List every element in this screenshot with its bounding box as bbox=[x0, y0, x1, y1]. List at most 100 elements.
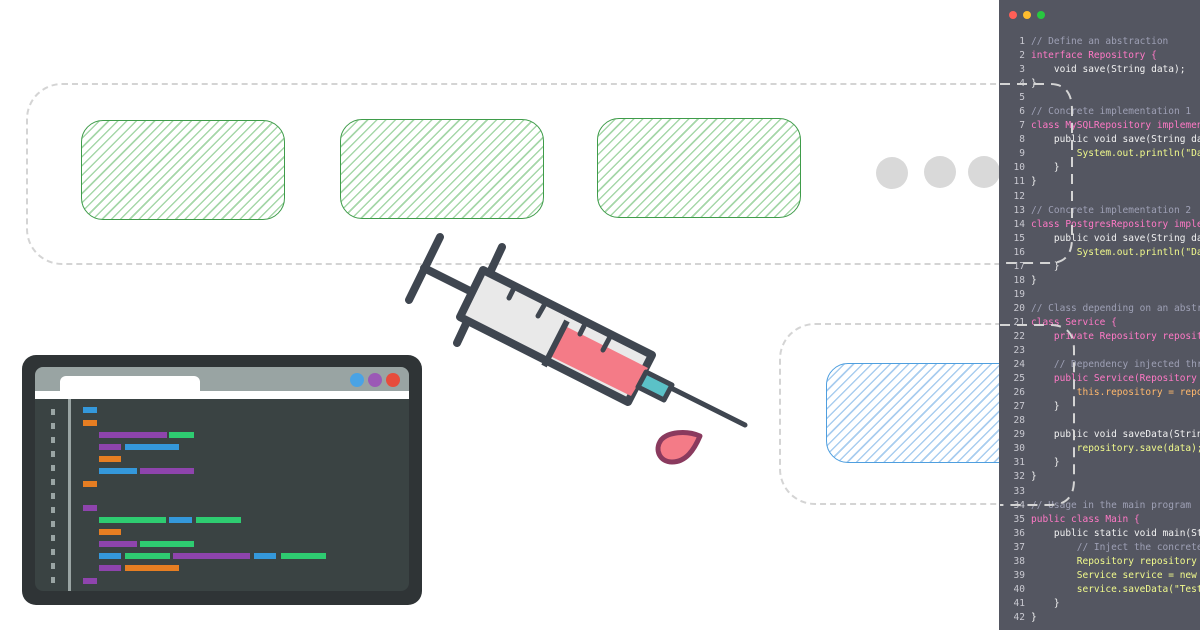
code-text: class PostgresRepository imple bbox=[1031, 218, 1200, 230]
code-line: 10 } bbox=[999, 161, 1200, 175]
implementation-box-2 bbox=[340, 119, 544, 219]
line-number: 35 bbox=[1013, 513, 1025, 525]
code-text: public void save(String da bbox=[1031, 232, 1200, 244]
code-line: 32} bbox=[999, 470, 1200, 484]
line-number: 33 bbox=[1013, 485, 1025, 497]
line-number: 1 bbox=[1019, 36, 1025, 47]
code-text: // Define an abstraction bbox=[1031, 36, 1169, 47]
code-line: 39 Service service = new bbox=[999, 569, 1200, 583]
code-text: Repository repository bbox=[1031, 555, 1200, 567]
line-number: 22 bbox=[1013, 330, 1025, 342]
line-number: 24 bbox=[1013, 359, 1025, 371]
code-line: 37 // Inject the concrete bbox=[999, 541, 1200, 555]
line-number: 20 bbox=[1013, 302, 1025, 314]
code-line: 27 } bbox=[999, 400, 1200, 414]
minimize-dot[interactable] bbox=[1023, 11, 1031, 19]
code-line: 15 public void save(String da bbox=[999, 232, 1200, 246]
code-panel: 1 // Define an abstraction 2 interface Repo… bbox=[999, 0, 1200, 630]
code-text: } bbox=[1031, 260, 1060, 272]
code-line: 41 } bbox=[999, 597, 1200, 611]
service-box bbox=[826, 363, 1032, 463]
line-number: 23 bbox=[1013, 345, 1025, 357]
line-number: 13 bbox=[1013, 204, 1025, 216]
code-line: 22 private Repository reposit bbox=[999, 330, 1200, 344]
code-line: 31 } bbox=[999, 456, 1200, 470]
line-number: 28 bbox=[1013, 415, 1025, 427]
line-number: 31 bbox=[1013, 457, 1025, 469]
code-line: 9 System.out.println("Da bbox=[999, 147, 1200, 161]
code-line: 30 repository.save(data); bbox=[999, 442, 1200, 456]
code-text: System.out.println("Da bbox=[1031, 148, 1200, 160]
code-line: 2 interface Repository { bbox=[999, 49, 1200, 63]
code-text: service.saveData("Test bbox=[1031, 583, 1200, 595]
line-number: 2 bbox=[1019, 50, 1025, 62]
code-line: 23 bbox=[999, 344, 1200, 358]
code-line: 16 System.out.println("Da bbox=[999, 246, 1200, 260]
code-text: public static void main(St bbox=[1031, 527, 1200, 539]
code-editor-illustration bbox=[22, 355, 422, 605]
line-number: 19 bbox=[1013, 288, 1025, 300]
code-line: 12 bbox=[999, 190, 1200, 204]
line-number: 12 bbox=[1013, 190, 1025, 202]
line-number: 15 bbox=[1013, 232, 1025, 244]
close-dot[interactable] bbox=[1009, 11, 1017, 19]
code-line: 5 bbox=[999, 91, 1200, 105]
code-line: 35 public class Main { bbox=[999, 513, 1200, 527]
line-number: 3 bbox=[1019, 64, 1025, 76]
code-line: 8 public void save(String da bbox=[999, 133, 1200, 147]
code-line: 36 public static void main(St bbox=[999, 527, 1200, 541]
implementation-box-3 bbox=[597, 118, 801, 218]
syringe-icon bbox=[405, 233, 748, 428]
code-line: 25 public Service(Repository bbox=[999, 372, 1200, 386]
code-line: 42} bbox=[999, 611, 1200, 625]
line-number: 27 bbox=[1013, 401, 1025, 413]
code-line: 26 this.repository = repo bbox=[999, 386, 1200, 400]
code-text: interface Repository { bbox=[1031, 50, 1157, 62]
code-line: 17 } bbox=[999, 260, 1200, 274]
line-number: 32 bbox=[1013, 471, 1025, 483]
code-line: 3 void save(String data); bbox=[999, 63, 1200, 77]
code-line: 11} bbox=[999, 175, 1200, 189]
code-text: Service service = new bbox=[1031, 569, 1200, 581]
line-number: 9 bbox=[1019, 148, 1025, 160]
code-line: 7 class MySQLRepository implemen bbox=[999, 119, 1200, 133]
code-line: 40 service.saveData("Test bbox=[999, 583, 1200, 597]
code-line: 24 // Dependency injected thr bbox=[999, 358, 1200, 372]
code-text: class MySQLRepository implemen bbox=[1031, 120, 1200, 132]
line-number: 7 bbox=[1019, 120, 1025, 132]
code-text: private Repository reposit bbox=[1031, 330, 1200, 342]
line-number: 10 bbox=[1013, 162, 1025, 174]
code-text: // Dependency injected thr bbox=[1031, 359, 1200, 371]
line-number: 30 bbox=[1013, 443, 1025, 455]
code-text: } bbox=[1031, 597, 1060, 609]
code-line: 33 bbox=[999, 485, 1200, 499]
code-text: public void saveData(Strin bbox=[1031, 429, 1200, 441]
line-number: 37 bbox=[1013, 541, 1025, 553]
code-text: // Class depending on an abstr bbox=[1031, 302, 1200, 314]
code-text: this.repository = repo bbox=[1031, 387, 1200, 399]
code-text: } bbox=[1031, 471, 1037, 483]
line-number: 38 bbox=[1013, 555, 1025, 567]
code-text: System.out.println("Da bbox=[1031, 246, 1200, 258]
line-number: 6 bbox=[1019, 106, 1025, 118]
line-number: 36 bbox=[1013, 527, 1025, 539]
code-lines: 1 // Define an abstraction 2 interface Repo… bbox=[999, 35, 1200, 625]
code-text: // Inject the concrete bbox=[1031, 541, 1200, 553]
code-text: } bbox=[1031, 78, 1037, 90]
code-text: public class Main { bbox=[1031, 513, 1140, 525]
line-number: 17 bbox=[1013, 260, 1025, 272]
code-line: 18} bbox=[999, 274, 1200, 288]
code-text: public void save(String da bbox=[1031, 134, 1200, 146]
code-text: } bbox=[1031, 611, 1037, 623]
code-text: } bbox=[1031, 457, 1060, 469]
line-number: 11 bbox=[1013, 176, 1025, 188]
line-number: 41 bbox=[1013, 597, 1025, 609]
connector-lines bbox=[1000, 83, 1075, 506]
maximize-dot[interactable] bbox=[1037, 11, 1045, 19]
line-number: 5 bbox=[1019, 92, 1025, 104]
code-text: } bbox=[1031, 274, 1037, 286]
line-number: 40 bbox=[1013, 583, 1025, 595]
line-number: 25 bbox=[1013, 373, 1025, 385]
